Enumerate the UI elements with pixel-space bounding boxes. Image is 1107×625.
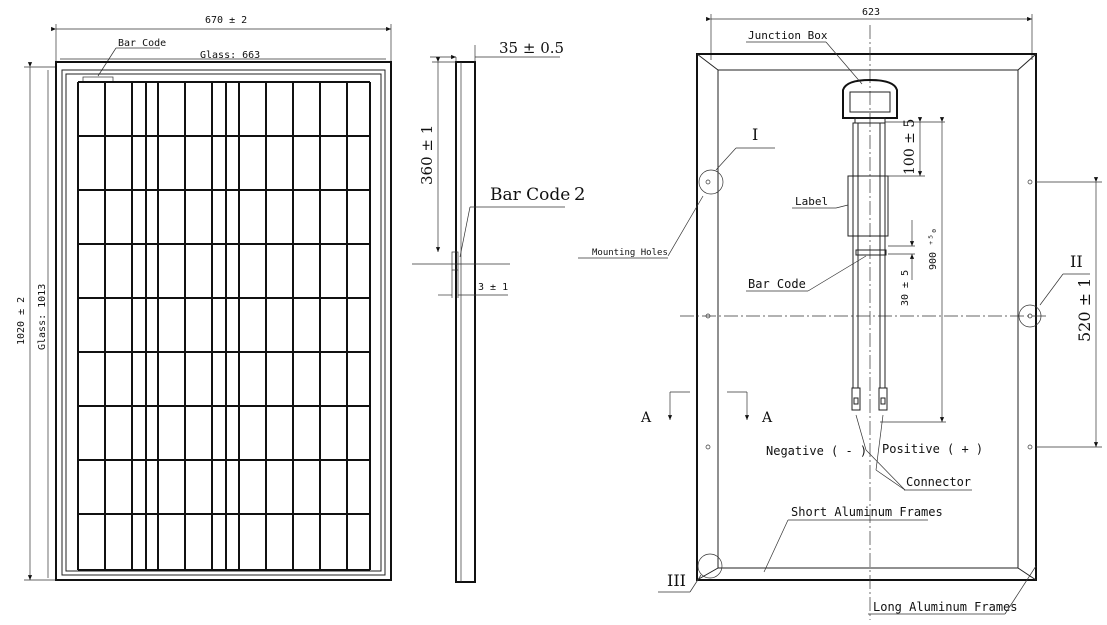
back-bar-code-label: Bar Code: [748, 277, 806, 291]
mounting-holes-label: Mounting Holes: [592, 248, 668, 258]
front-view: 670 ± 2 Glass: 663 Bar Code 1020 ± 2 Gla…: [16, 15, 392, 581]
overall-width-label: 670 ± 2: [205, 15, 247, 26]
side-thickness-label: 35 ± 0.5: [499, 39, 564, 57]
side-barcode-height-label: 360 ± 1: [418, 125, 436, 185]
label-label: Label: [795, 195, 828, 208]
overall-height-label: 1020 ± 2: [16, 297, 27, 345]
side-barcode-offset-label: 3 ± 1: [478, 282, 508, 293]
detail-i-label: I: [752, 125, 758, 144]
cable-length-label: 900 ⁺⁵₀: [928, 228, 939, 270]
long-frames-label: Long Aluminum Frames: [873, 600, 1018, 614]
short-frames-label: Short Aluminum Frames: [791, 505, 943, 519]
section-a-right-label: A: [761, 410, 773, 426]
negative-label: Negative ( - ): [766, 444, 867, 458]
connector-label: Connector: [906, 475, 971, 489]
junction-box-label: Junction Box: [748, 29, 828, 42]
cable-dim-1-label: 100 ± 5: [902, 119, 918, 175]
glass-width-label: Glass: 663: [200, 50, 260, 61]
side-bar-code-label: Bar Code: [490, 185, 570, 205]
detail-iii-label: III: [667, 571, 686, 590]
detail-ii-label: II: [1070, 252, 1083, 271]
cable-dim-2-label: 30 ± 5: [900, 270, 911, 306]
front-bar-code-label: Bar Code: [118, 38, 166, 49]
section-a-left-label: A: [640, 410, 652, 426]
side-stray-mark: 2: [574, 184, 585, 205]
cell-grid: [77, 81, 371, 571]
back-view: 623 Junction Box Label: [578, 7, 1102, 620]
glass-height-label: Glass: 1013: [37, 284, 48, 350]
hole-spacing-label: 520 ± 1: [1075, 278, 1094, 342]
positive-label: Positive ( + ): [882, 442, 983, 456]
side-view: 35 ± 0.5 360 ± 1 Bar Code 2 3 ± 1: [412, 39, 585, 583]
back-frame-width-label: 623: [862, 7, 880, 18]
